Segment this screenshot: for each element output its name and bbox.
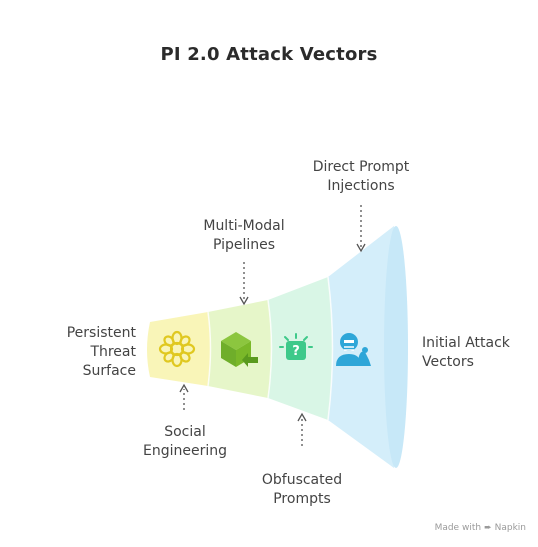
label-direct-prompt-injections: Direct Prompt Injections	[312, 159, 410, 194]
label-social-engineering: Social Engineering	[143, 424, 227, 459]
cube-arrow-icon	[221, 332, 258, 367]
funnel-mouth	[384, 226, 408, 468]
question-alert-icon: ?	[279, 333, 313, 360]
page-title: PI 2.0 Attack Vectors	[160, 44, 378, 65]
watermark-brand: Napkin	[494, 523, 526, 533]
flower-network-icon	[158, 330, 196, 368]
napkin-watermark: Made with ➨ Napkin	[435, 523, 526, 533]
label-obfuscated-prompts: Obfuscated Prompts	[261, 472, 343, 507]
napkin-logo-icon: ➨	[484, 523, 492, 533]
connector-arrows	[179, 205, 366, 446]
label-initial-attack-vectors: Initial Attack Vectors	[422, 335, 510, 370]
label-persistent-threat-surface: Persistent Threat Surface	[66, 325, 136, 379]
svg-text:?: ?	[292, 344, 300, 359]
hacker-person-icon	[336, 333, 371, 366]
label-multi-modal-pipelines: Multi-Modal Pipelines	[203, 218, 285, 253]
segment-persistent-threat-surface	[147, 312, 211, 386]
watermark-prefix: Made with	[434, 523, 482, 533]
